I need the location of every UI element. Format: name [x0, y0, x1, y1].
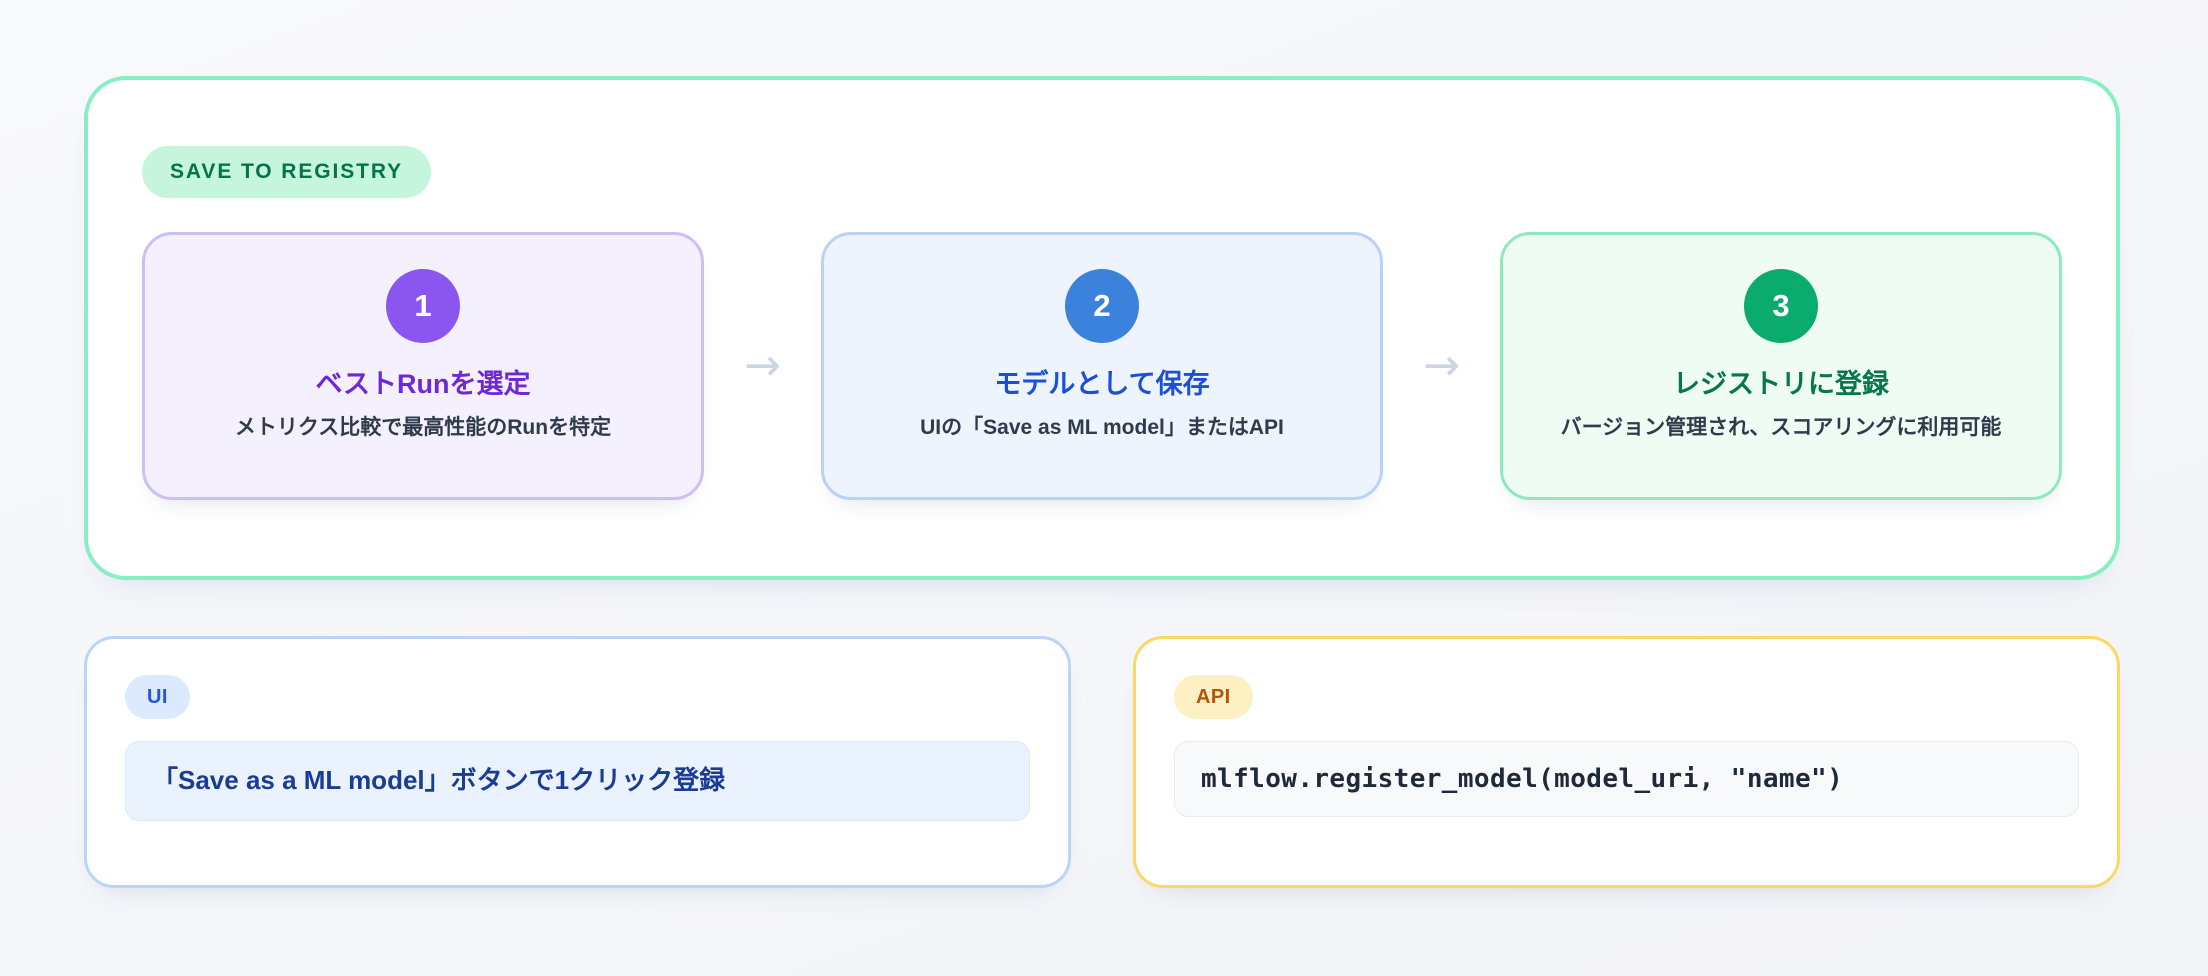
step-description-2: UIの「Save as ML model」またはAPI	[920, 415, 1284, 439]
steps-row: 1 ベストRunを選定 メトリクス比較で最高性能のRunを特定 → 2 モデルと…	[142, 232, 2062, 500]
step-card-3[interactable]: 3 レジストリに登録 バージョン管理され、スコアリングに利用可能	[1500, 232, 2062, 500]
step-card-2[interactable]: 2 モデルとして保存 UIの「Save as ML model」またはAPI	[821, 232, 1383, 500]
step-card-1[interactable]: 1 ベストRunを選定 メトリクス比較で最高性能のRunを特定	[142, 232, 704, 500]
step-title-1: ベストRunを選定	[315, 369, 531, 399]
tag-api: API	[1174, 675, 1253, 719]
step-number-badge-1: 1	[386, 269, 460, 343]
detail-card-api: API mlflow.register_model(model_uri, "na…	[1133, 636, 2120, 888]
detail-cards-row: UI 「Save as a ML model」ボタンで1クリック登録 API m…	[84, 636, 2120, 888]
api-code-snippet: mlflow.register_model(model_uri, "name")	[1201, 764, 1844, 794]
arrow-right-icon-1: →	[744, 340, 781, 391]
section-badge: SAVE TO REGISTRY	[142, 146, 432, 198]
arrow-right-icon-2: →	[1423, 340, 1460, 391]
step-description-3: バージョン管理され、スコアリングに利用可能	[1560, 415, 2002, 439]
step-number-badge-2: 2	[1065, 269, 1139, 343]
save-to-registry-panel: SAVE TO REGISTRY 1 ベストRunを選定 メトリクス比較で最高性…	[84, 76, 2120, 580]
tag-ui: UI	[125, 675, 190, 719]
ui-instruction-text: 「Save as a ML model」ボタンで1クリック登録	[152, 765, 726, 795]
step-title-2: モデルとして保存	[994, 369, 1210, 399]
step-number-badge-3: 3	[1744, 269, 1818, 343]
step-title-3: レジストリに登録	[1673, 369, 1889, 399]
detail-card-ui: UI 「Save as a ML model」ボタンで1クリック登録	[84, 636, 1071, 888]
step-description-1: メトリクス比較で最高性能のRunを特定	[234, 415, 612, 439]
api-code-box[interactable]: mlflow.register_model(model_uri, "name")	[1174, 741, 2079, 817]
ui-instruction-box: 「Save as a ML model」ボタンで1クリック登録	[125, 741, 1030, 821]
